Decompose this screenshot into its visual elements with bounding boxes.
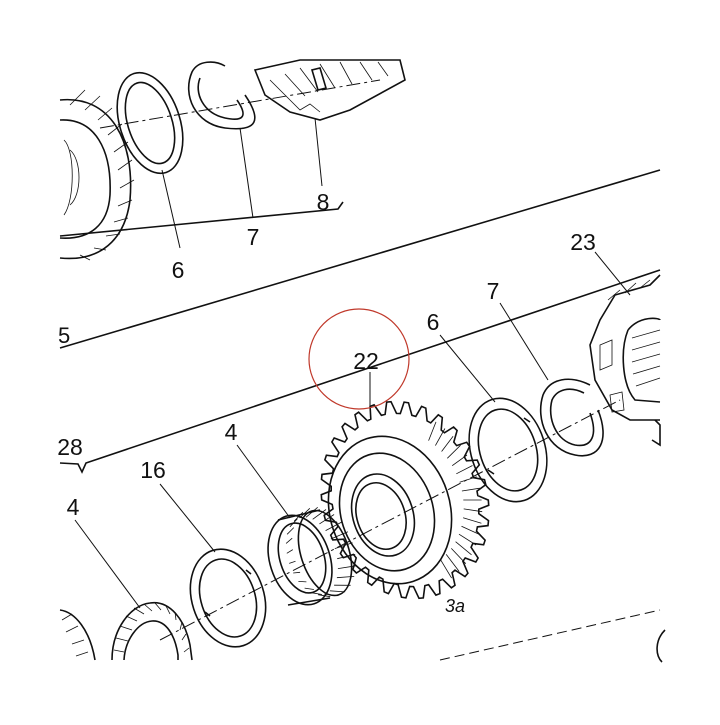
needle-bearing-middle [257, 504, 361, 613]
gear-tooth-hatch [442, 436, 454, 451]
circlip-upper [189, 62, 255, 129]
edge-fragment-right [657, 630, 665, 662]
panel-divider-main [60, 170, 660, 348]
shim-ring-lower [456, 388, 559, 512]
gear-tooth-hatch [440, 559, 451, 578]
gear-bottom-left [60, 610, 95, 660]
hub-upper-right [255, 60, 405, 120]
panel-divider-upper [60, 202, 343, 236]
gear-tooth-hatch [429, 422, 436, 441]
bearing-roller [311, 593, 322, 595]
bearing-roller [330, 591, 345, 592]
callout-23: 23 [570, 229, 596, 255]
circlip-lower [541, 379, 603, 455]
gear-tooth-hatch [463, 518, 481, 524]
needle-bearing-bottom [112, 603, 192, 660]
gear-tooth-hatch [451, 548, 466, 563]
shim-ring-upper [105, 64, 194, 181]
gear-22 [310, 402, 489, 600]
gear-tooth-hatch [456, 466, 472, 474]
bearing-roller [305, 588, 314, 589]
callout-4-left: 4 [67, 494, 80, 520]
gear-tooth-hatch [456, 542, 472, 555]
bearing-roller [287, 550, 293, 554]
callout-7-upper: 7 [247, 224, 260, 250]
gear-mark-label: 3a [445, 596, 465, 616]
gear-tooth-hatch [435, 429, 445, 446]
callout-28: 28 [57, 434, 83, 460]
bearing-roller [293, 572, 300, 573]
callout-22: 22 [353, 348, 379, 374]
bearing-roller [287, 528, 294, 535]
callout-6-lower: 6 [427, 309, 440, 335]
bearing-roller [298, 581, 306, 582]
bearing-roller [289, 561, 295, 563]
gear-tooth-hatch [452, 455, 467, 466]
gear-tooth-hatch [447, 445, 460, 458]
gear-tooth-hatch [460, 477, 477, 483]
panel-divider-bottom [440, 610, 660, 660]
bearing-roller [286, 538, 292, 543]
callout-7-lower: 7 [487, 278, 500, 304]
callout-4-middle: 4 [225, 419, 238, 445]
gear-tooth-hatch [446, 554, 459, 571]
callout-8: 8 [317, 189, 330, 215]
callout-16: 16 [140, 457, 166, 483]
leader-lines-upper [162, 118, 322, 248]
gear-tooth-hatch [459, 534, 476, 545]
callout-6-upper: 6 [172, 257, 185, 283]
edge-fragment-label: 5 [58, 323, 70, 348]
shim-ring-16 [178, 539, 277, 656]
